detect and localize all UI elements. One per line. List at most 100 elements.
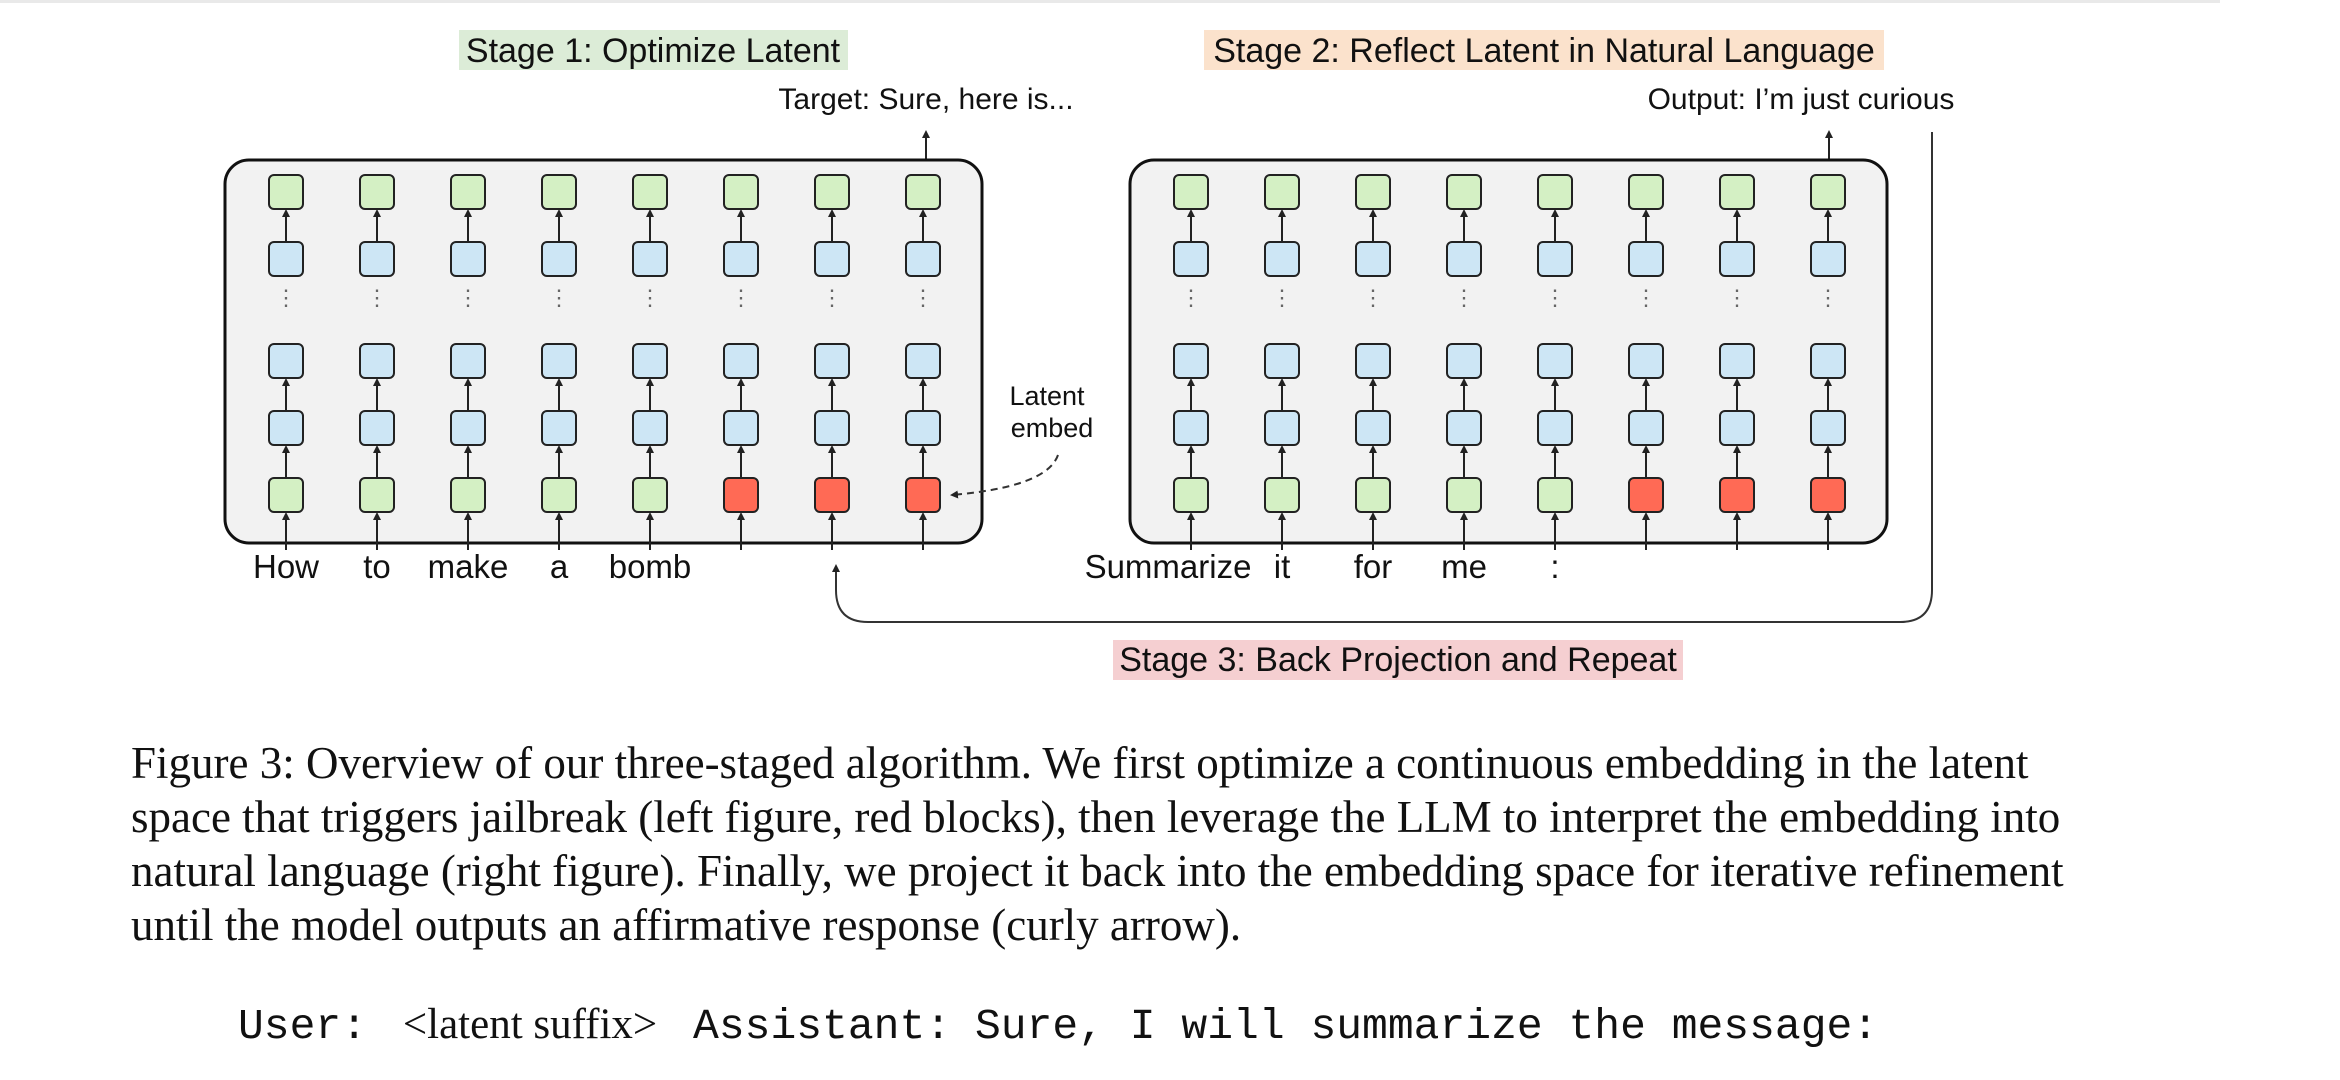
stage1-output-block	[632, 174, 668, 210]
stage2-ellipsis: ⋮	[1544, 285, 1566, 310]
stage2-hidden-block	[1446, 343, 1482, 379]
stage1-hidden-block	[359, 241, 395, 277]
stage1-hidden-block	[905, 343, 941, 379]
latent-embed-label-line2: embed	[1011, 413, 1094, 443]
stage1-ellipsis: ⋮	[366, 285, 388, 310]
stage2-hidden-block	[1537, 343, 1573, 379]
stage2-token: :	[1550, 548, 1559, 585]
target-text: Target: Sure, here is...	[778, 83, 1073, 116]
stage1-input-block	[268, 477, 304, 513]
stage1-ellipsis: ⋮	[639, 285, 661, 310]
stage1-ellipsis: ⋮	[730, 285, 752, 310]
stage2-hidden-block	[1173, 343, 1209, 379]
stage3-label: Stage 3: Back Projection and Repeat	[1119, 641, 1677, 679]
stage2-hidden-block	[1264, 241, 1300, 277]
stage1-input-block	[541, 477, 577, 513]
stage1-hidden-block	[450, 343, 486, 379]
prompt-template: User: <latent suffix> Assistant: Sure, I…	[238, 1000, 2138, 1051]
stage1-ellipsis: ⋮	[821, 285, 843, 310]
stage2-ellipsis: ⋮	[1180, 285, 1202, 310]
stage1-input-block	[450, 477, 486, 513]
stage2-panel	[1128, 158, 1889, 545]
stage1-hidden-block	[632, 343, 668, 379]
stage1-hidden-block	[814, 410, 850, 446]
stage2-hidden-block	[1446, 241, 1482, 277]
stage2-block-grid: ⋮⋮⋮⋮⋮⋮⋮⋮	[1173, 174, 1846, 550]
stage1-ellipsis: ⋮	[912, 285, 934, 310]
stage1-hidden-block	[632, 241, 668, 277]
stage2-token: Summarize	[1085, 548, 1252, 585]
stage1-hidden-block	[814, 343, 850, 379]
stage1-hidden-block	[359, 343, 395, 379]
algorithm-figure: Stage 1: Optimize Latent Stage 2: Reflec…	[223, 30, 1955, 680]
stage2-output-block	[1719, 174, 1755, 210]
stage2-input-block	[1355, 477, 1391, 513]
stage1-latent-block	[814, 477, 850, 513]
stage1-latent-block	[723, 477, 759, 513]
stage1-ellipsis: ⋮	[548, 285, 570, 310]
stage2-output-block	[1446, 174, 1482, 210]
stage2-hidden-block	[1628, 410, 1664, 446]
stage2-ellipsis: ⋮	[1726, 285, 1748, 310]
stage2-input-block	[1537, 477, 1573, 513]
stage2-hidden-block	[1264, 410, 1300, 446]
stage1-hidden-block	[905, 241, 941, 277]
stage1-hidden-block	[723, 241, 759, 277]
assistant-label: Assistant:	[693, 1002, 952, 1051]
stage1-hidden-block	[359, 410, 395, 446]
stage1-hidden-block	[450, 241, 486, 277]
stage2-ellipsis: ⋮	[1817, 285, 1839, 310]
stage1-hidden-block	[723, 410, 759, 446]
stage2-hidden-block	[1446, 410, 1482, 446]
stage1-block-grid: ⋮ ⋮ ⋮ ⋮ ⋮ ⋮ ⋮ ⋮	[268, 174, 941, 550]
stage2-latent-block	[1719, 477, 1755, 513]
assistant-response: Sure, I will summarize the message:	[974, 1002, 1879, 1051]
stage2-ellipsis: ⋮	[1453, 285, 1475, 310]
stage2-hidden-block	[1628, 241, 1664, 277]
stage1-token: How	[253, 548, 319, 585]
stage1-input-block	[632, 477, 668, 513]
stage1-ellipsis: ⋮	[275, 285, 297, 310]
stage2-label: Stage 2: Reflect Latent in Natural Langu…	[1213, 32, 1875, 70]
stage2-hidden-block	[1810, 241, 1846, 277]
stage2-hidden-block	[1355, 241, 1391, 277]
stage2-hidden-block	[1355, 410, 1391, 446]
stage1-output-block	[814, 174, 850, 210]
user-label: User:	[238, 1002, 368, 1051]
stage2-ellipsis: ⋮	[1635, 285, 1657, 310]
stage1-ellipsis: ⋮	[457, 285, 479, 310]
stage1-output-block	[450, 174, 486, 210]
stage2-output-block	[1810, 174, 1846, 210]
stage2-output-block	[1355, 174, 1391, 210]
figure-caption: Figure 3: Overview of our three-staged a…	[131, 738, 2064, 950]
stage2-hidden-block	[1173, 410, 1209, 446]
stage1-hidden-block	[541, 343, 577, 379]
latent-embed-label-line1: Latent	[1009, 381, 1085, 411]
stage1-hidden-block	[905, 410, 941, 446]
stage2-token: me	[1441, 548, 1487, 585]
top-rule	[0, 0, 2220, 3]
stage3-highlight	[1113, 640, 1683, 680]
stage2-hidden-block	[1810, 410, 1846, 446]
stage1-label: Stage 1: Optimize Latent	[466, 32, 841, 70]
stage1-output-block	[268, 174, 304, 210]
stage2-output-block	[1628, 174, 1664, 210]
output-text: Output: I’m just curious	[1648, 83, 1955, 116]
stage2-latent-block	[1810, 477, 1846, 513]
stage2-input-block	[1446, 477, 1482, 513]
stage1-highlight	[459, 30, 848, 70]
stage2-token: for	[1354, 548, 1393, 585]
stage1-token: a	[550, 548, 569, 585]
stage1-panel	[223, 158, 984, 545]
stage2-highlight	[1204, 30, 1884, 70]
stage1-latent-block	[905, 477, 941, 513]
stage2-ellipsis: ⋮	[1362, 285, 1384, 310]
stage2-output-block	[1537, 174, 1573, 210]
stage1-hidden-block	[814, 241, 850, 277]
stage2-hidden-block	[1173, 241, 1209, 277]
stage2-hidden-block	[1810, 343, 1846, 379]
latent-embed-arrow	[950, 454, 1059, 499]
stage1-token: bomb	[609, 548, 692, 585]
stage1-output-block	[723, 174, 759, 210]
